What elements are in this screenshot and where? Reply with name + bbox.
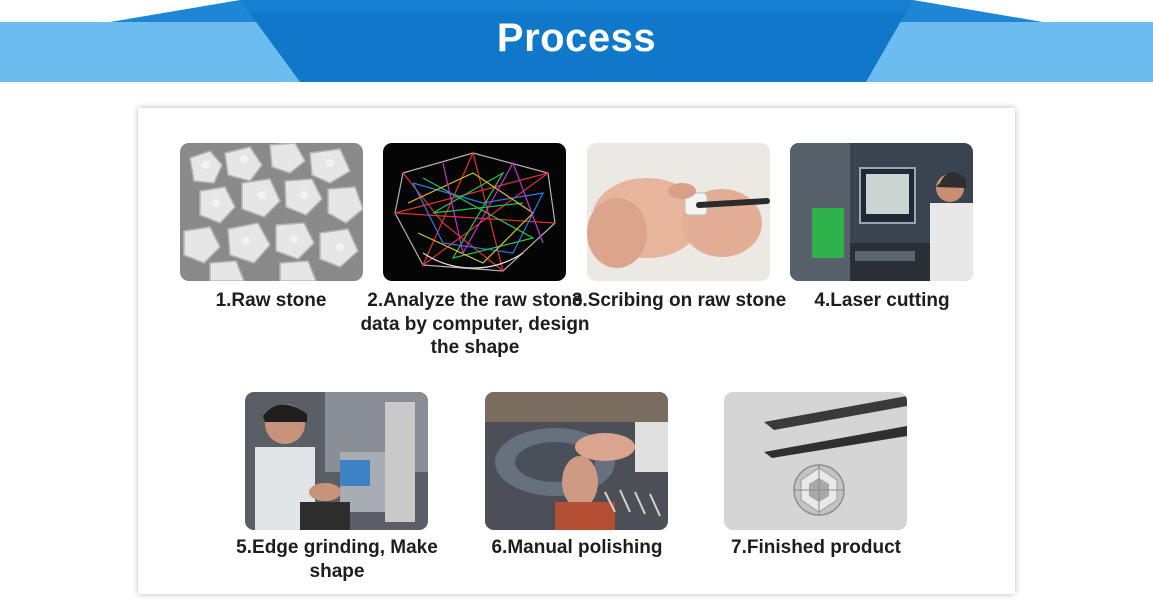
edge-grinding-photo bbox=[245, 392, 428, 530]
finished-product-photo bbox=[724, 392, 907, 530]
step-label-edge-grinding: 5.Edge grinding, Make shape bbox=[236, 537, 438, 582]
step-label-manual-polishing: 6.Manual polishing bbox=[491, 537, 663, 558]
page-title: Process bbox=[496, 16, 657, 60]
manual-polishing-photo bbox=[485, 392, 668, 530]
step-label-analyze: 2.Analyze the raw stone data by computer… bbox=[360, 290, 590, 358]
laser-cutting-photo bbox=[790, 143, 973, 281]
step-label-finished-product: 7.Finished product bbox=[731, 537, 901, 558]
step-label-scribing: 3.Scribing on raw stone bbox=[571, 290, 787, 311]
computer-analysis-photo bbox=[383, 143, 566, 281]
process-card: 1.Raw stone 2.Analyze the raw stone data… bbox=[138, 108, 1015, 594]
step-label-laser: 4.Laser cutting bbox=[814, 290, 950, 311]
scribing-photo bbox=[587, 143, 770, 281]
step-label-raw-stone: 1.Raw stone bbox=[215, 290, 327, 311]
raw-stone-photo bbox=[180, 143, 363, 281]
header-banner bbox=[0, 0, 1153, 82]
